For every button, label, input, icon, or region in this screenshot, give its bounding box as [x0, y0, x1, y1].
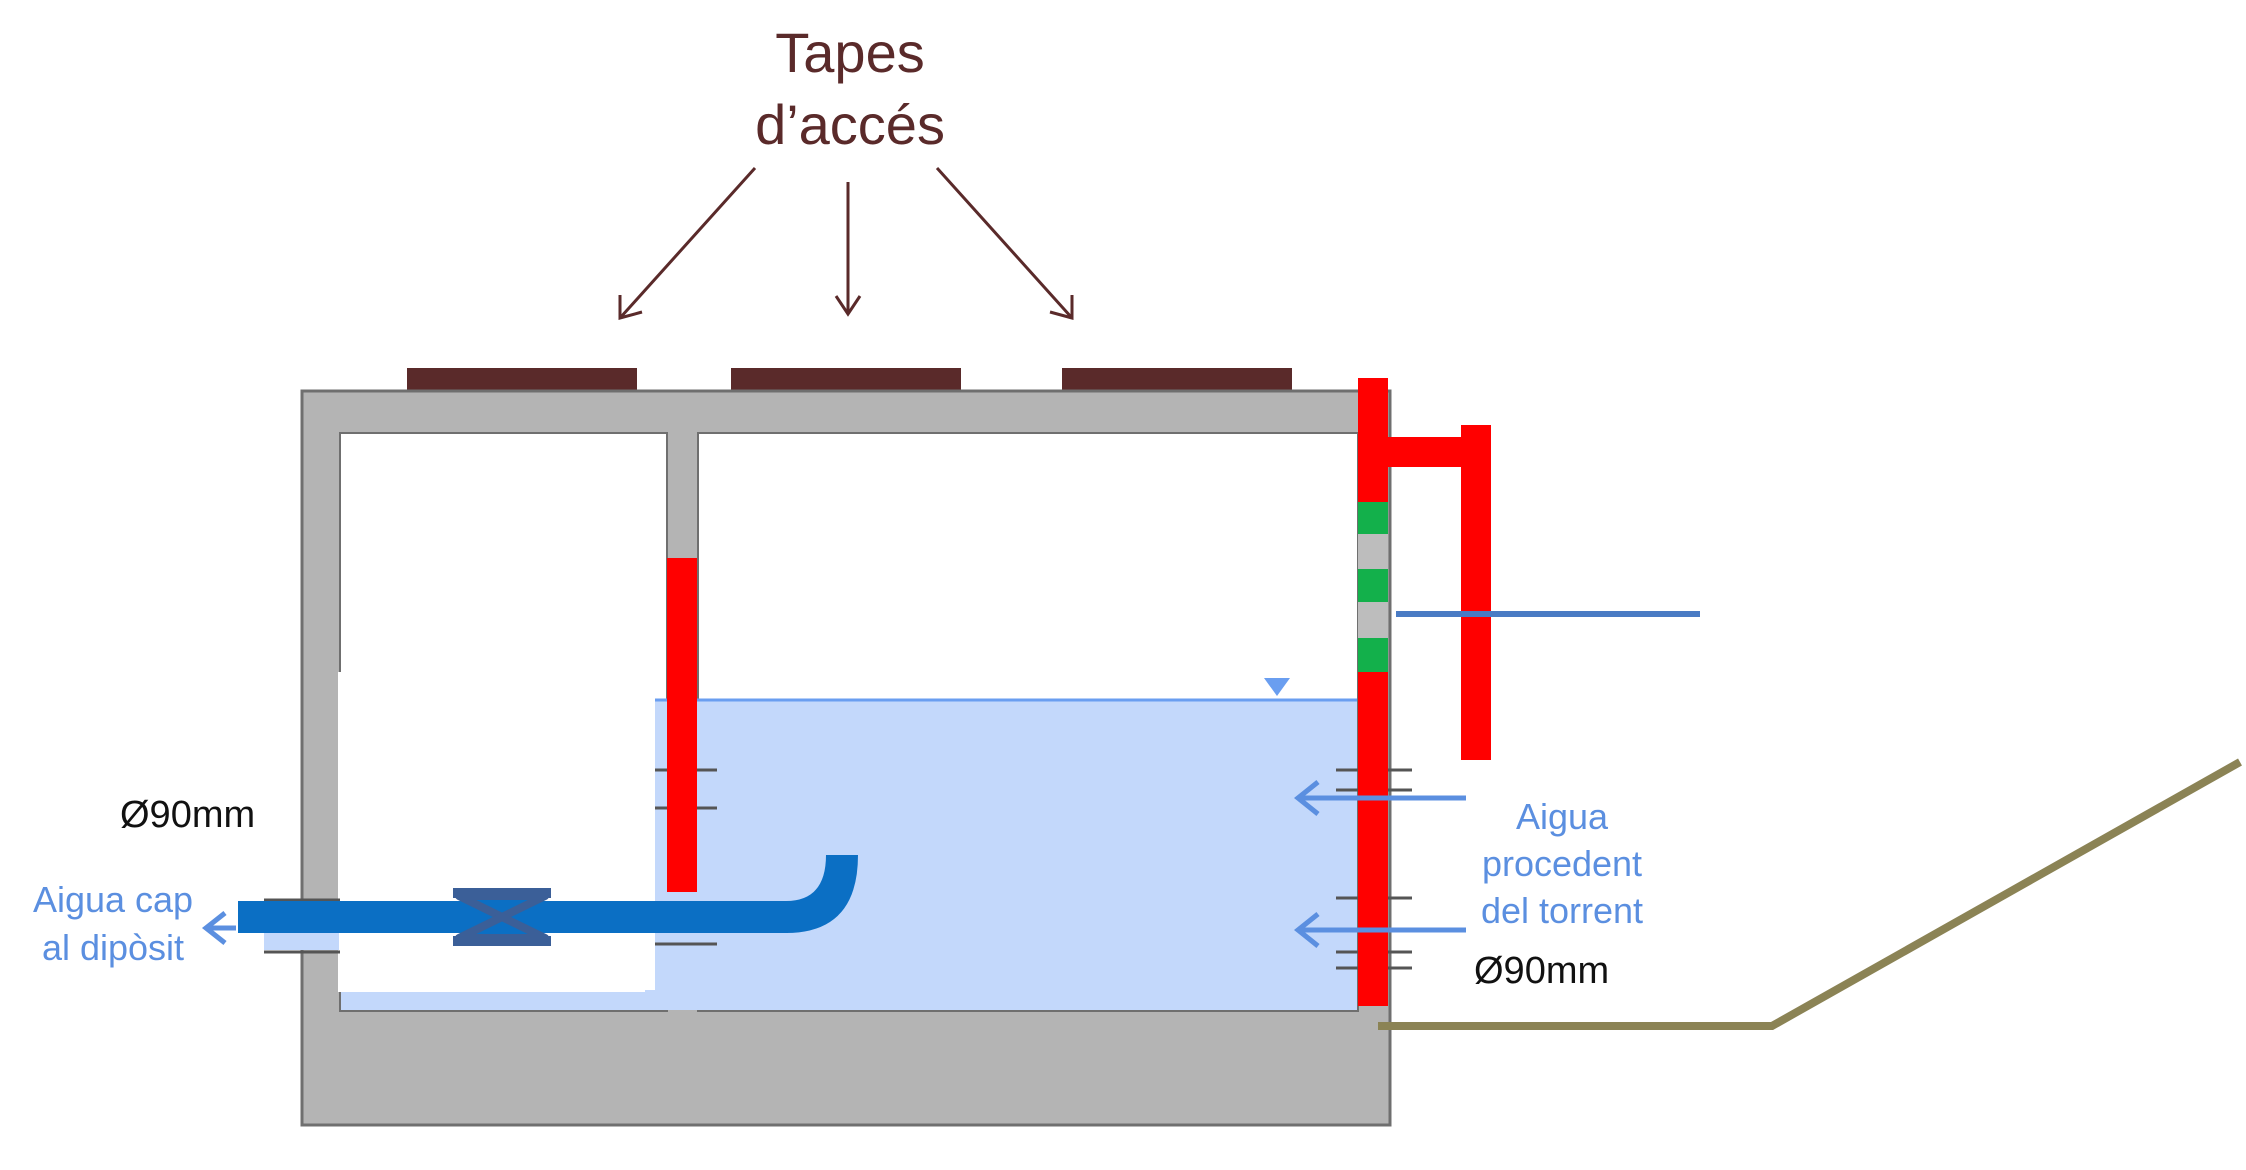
outlet-pipe	[238, 855, 858, 950]
access-lid-middle	[731, 368, 961, 392]
water-right-chamber	[699, 700, 1357, 1010]
water-level-marker	[1264, 678, 1290, 696]
inlet-label-line-3: del torrent	[1481, 890, 1643, 931]
water	[338, 672, 1357, 1010]
ground-line	[1378, 758, 2242, 1030]
internal-red-pipe	[667, 558, 697, 892]
outlet-label-line-2: al dipòsit	[42, 927, 184, 968]
outlet-arrow-head	[201, 911, 227, 945]
access-lid-right	[1062, 368, 1292, 392]
level-band-green-1	[1358, 502, 1388, 534]
outlet-pipe-elbow	[786, 855, 858, 933]
inlet-arrow-upper-head	[1293, 780, 1320, 816]
red-pipe-overflow-vertical	[1461, 425, 1491, 760]
inlet-label-line-2: procedent	[1482, 843, 1642, 884]
left-diameter-label: Ø90mm	[120, 794, 255, 836]
lid-arrows	[618, 166, 1074, 320]
access-lids	[407, 368, 1292, 392]
inlet-label-line-1: Aigua	[1516, 796, 1609, 837]
water-left-bottom	[341, 990, 666, 1010]
flow-arrows	[201, 780, 1466, 948]
level-band-green-3	[1358, 638, 1388, 672]
valve-icon	[453, 888, 551, 946]
level-band-gray-2	[1358, 602, 1388, 638]
level-band-gray-1	[1358, 534, 1388, 569]
red-pipe-top-horizontal	[1358, 437, 1476, 467]
title-line-2: d’accés	[755, 93, 945, 156]
level-band-green-2	[1358, 569, 1388, 602]
inlet-arrow-lower-head	[1293, 912, 1320, 948]
right-diameter-label: Ø90mm	[1474, 950, 1609, 992]
inlet-red-pipe	[1358, 378, 1700, 1006]
title-line-1: Tapes	[775, 21, 924, 84]
outlet-label-line-1: Aigua cap	[33, 879, 193, 920]
red-pipe-vertical	[1358, 378, 1388, 1006]
access-lid-left	[407, 368, 637, 392]
